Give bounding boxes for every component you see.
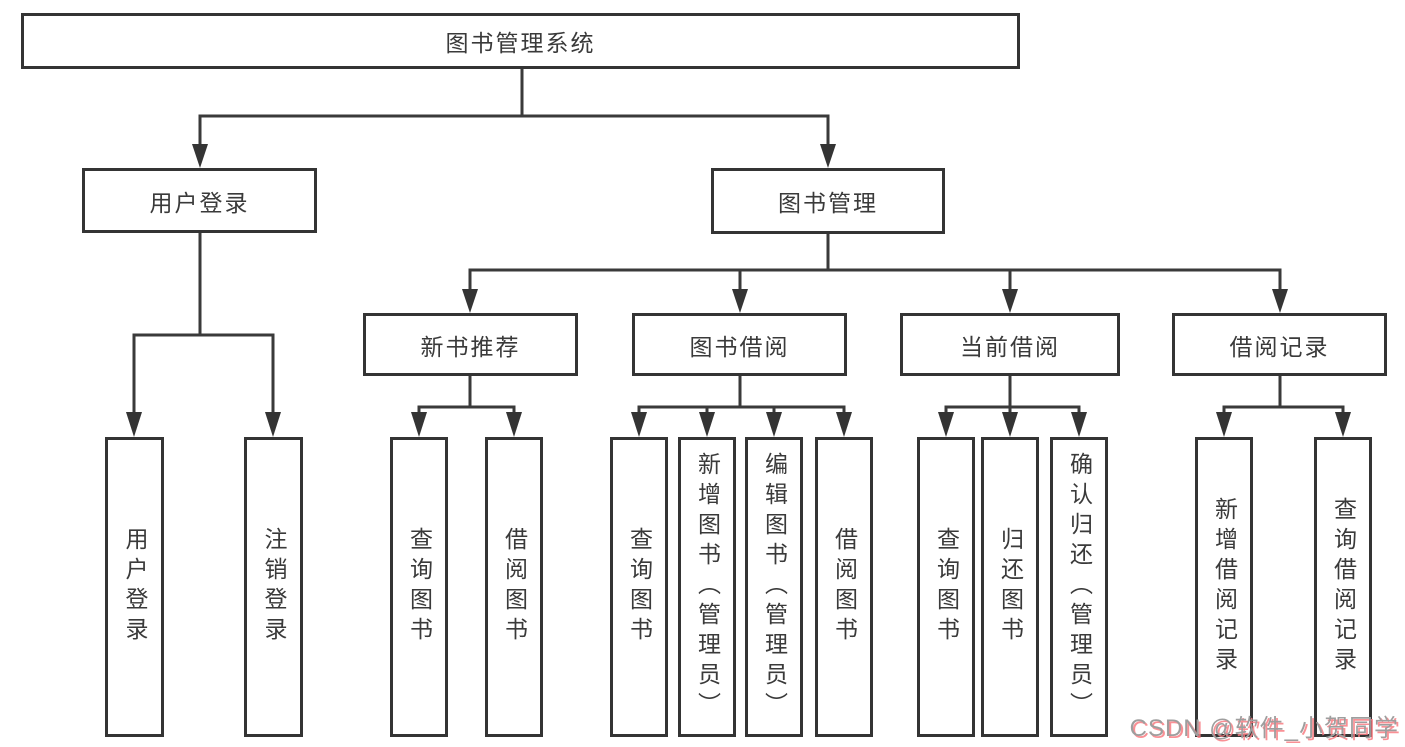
node-new-book-recommend: 新书推荐: [363, 313, 578, 376]
leaf-user-login: 用户登录: [105, 437, 164, 737]
leaf-return-books: 归还图书: [981, 437, 1039, 737]
leaf-logout: 注销登录: [244, 437, 303, 737]
leaf-borrow-books-recommend: 借阅图书: [485, 437, 543, 737]
node-borrow-records: 借阅记录: [1172, 313, 1387, 376]
csdn-watermark: CSDN @软件_小贺同学: [1129, 715, 1399, 742]
arrowheads: [126, 144, 1351, 437]
node-book-borrowing: 图书借阅: [632, 313, 847, 376]
leaf-query-borrow-record: 查询借阅记录: [1314, 437, 1372, 737]
leaf-add-books-admin: 新增图书（管理员）: [678, 437, 736, 737]
node-root-system: 图书管理系统: [21, 13, 1020, 69]
leaf-query-books-recommend: 查询图书: [390, 437, 448, 737]
leaf-query-books-borrowing: 查询图书: [610, 437, 668, 737]
leaf-confirm-return-admin: 确认归还（管理员）: [1050, 437, 1108, 737]
leaf-query-books-current: 查询图书: [917, 437, 975, 737]
node-current-borrowing: 当前借阅: [900, 313, 1120, 376]
node-user-login: 用户登录: [82, 168, 317, 233]
leaf-borrow-books: 借阅图书: [815, 437, 873, 737]
leaf-edit-books-admin: 编辑图书（管理员）: [745, 437, 803, 737]
node-book-management: 图书管理: [711, 168, 945, 234]
leaf-add-borrow-record: 新增借阅记录: [1195, 437, 1253, 737]
